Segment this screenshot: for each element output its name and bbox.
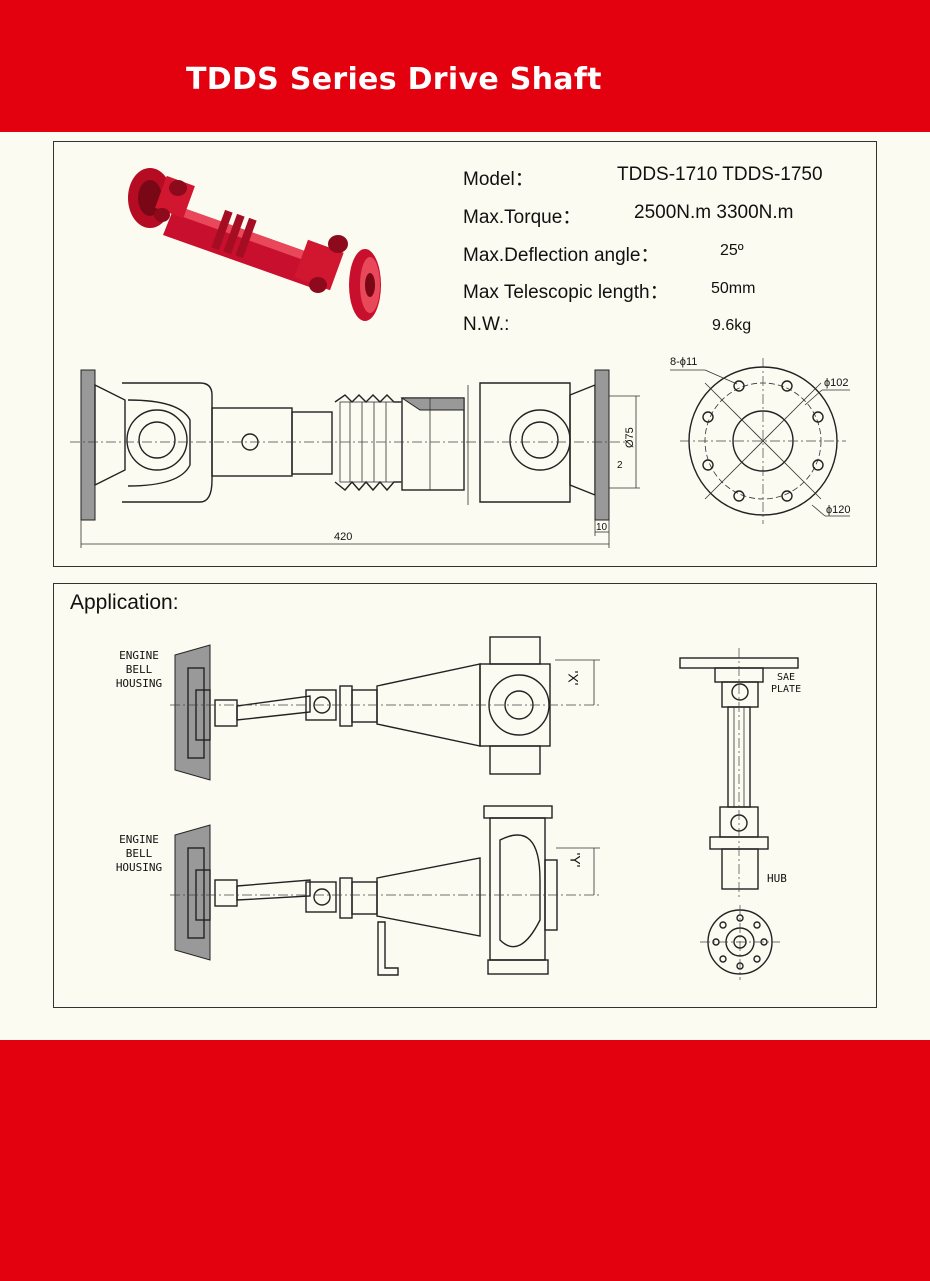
torque-label: Max.Torque： <box>463 207 582 228</box>
y-mark: 'Y' <box>567 852 584 868</box>
torque-values: 2500N.m 3300N.m <box>634 202 794 223</box>
application-label: Application: <box>70 591 179 614</box>
dim-outer-dia: ϕ120 <box>826 504 851 516</box>
engine-label-bottom: ENGINE BELL HOUSING <box>115 833 163 874</box>
model-label: Model： <box>463 169 534 190</box>
dim-inner-dia: ϕ102 <box>824 377 849 389</box>
dim-bolt-holes: 8-ϕ11 <box>670 356 698 368</box>
dim-length: 420 <box>334 531 353 543</box>
dim-flange-thickness: 10 <box>596 522 608 533</box>
nw-value: 9.6kg <box>712 317 752 334</box>
sae-plate-label: SAE PLATE <box>771 672 802 695</box>
application-panel <box>53 583 877 1008</box>
x-mark: 'X' <box>565 670 582 686</box>
dim-diameter: Ø75 <box>624 427 636 448</box>
nw-label: N.W.: <box>463 314 510 335</box>
dim-small: 2 <box>617 460 623 471</box>
engine-label-top: ENGINE BELL HOUSING <box>115 649 163 690</box>
deflection-label: Max.Deflection angle： <box>463 245 660 266</box>
model-values: TDDS-1710 TDDS-1750 <box>617 164 823 185</box>
telescopic-value: 50mm <box>711 280 756 297</box>
deflection-value: 25º <box>720 242 744 259</box>
hub-label: HUB <box>767 872 787 885</box>
telescopic-label: Max Telescopic length： <box>463 282 669 303</box>
page-title: TDDS Series Drive Shaft <box>186 62 602 97</box>
top-banner <box>0 0 930 132</box>
bottom-banner <box>0 1040 930 1281</box>
